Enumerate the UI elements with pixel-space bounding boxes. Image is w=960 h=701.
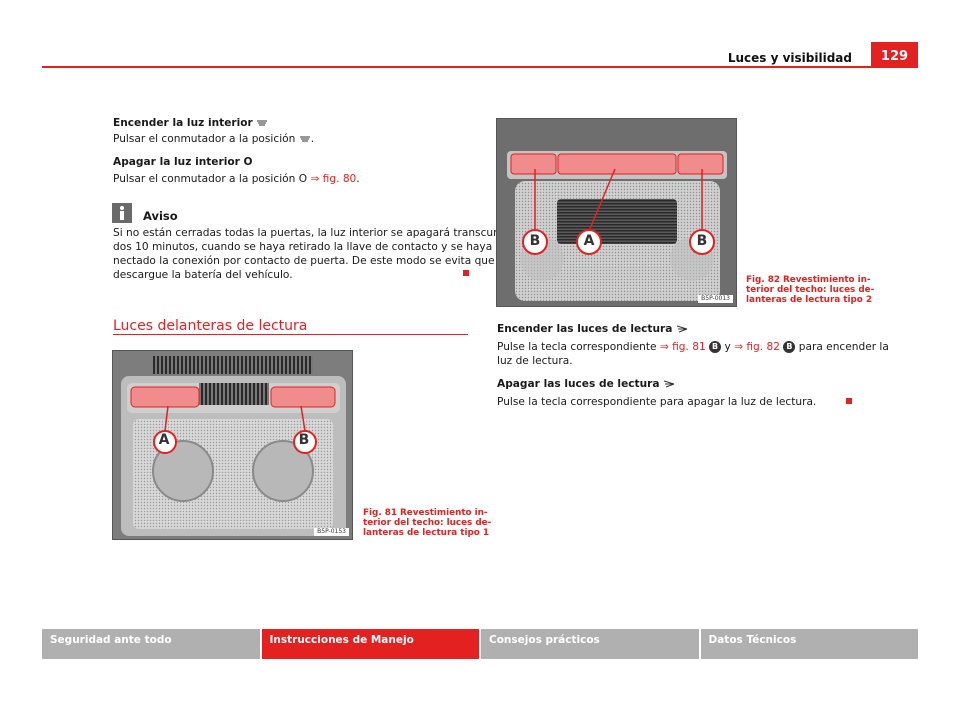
figure-82-illustration: [497, 119, 736, 306]
interior-light-on-heading: Encender la luz interior: [113, 116, 268, 130]
reading-light-icon: [676, 325, 688, 332]
notice-line-3: nectado la conexión por contacto de puer…: [113, 255, 510, 267]
section-end-marker: [846, 398, 852, 404]
figure-82-image: B A B B5P-0013: [496, 118, 737, 307]
section-end-marker: [463, 270, 469, 276]
figure-81-caption-1: Fig. 81 Revestimiento in-: [363, 508, 488, 518]
footer-tab-instrucciones[interactable]: Instrucciones de Manejo: [261, 629, 479, 659]
interior-light-icon: [299, 136, 310, 142]
header-rule: [42, 66, 918, 68]
badge-b: B: [709, 341, 722, 353]
figure-81-label-a: A: [158, 432, 170, 448]
notice-line-4: descargue la batería del vehículo.: [113, 269, 293, 281]
reading-lights-on-heading: Encender las luces de lectura: [497, 322, 688, 336]
info-notice-icon: [112, 203, 132, 223]
page-number: 129: [871, 42, 918, 68]
figure-82-caption-3: lanteras de lectura tipo 2: [746, 295, 873, 305]
fig-81-link[interactable]: ⇒ fig. 81: [659, 341, 706, 353]
figure-81-caption-2: terior del techo: luces de-: [363, 518, 492, 528]
footer-tab-consejos[interactable]: Consejos prácticos: [481, 629, 699, 659]
fig-80-link[interactable]: ⇒ fig. 80: [310, 173, 357, 185]
reading-lights-off-text: Pulse la tecla correspondiente para apag…: [497, 396, 817, 408]
figure-82-caption-1: Fig. 82 Revestimiento in-: [746, 275, 871, 285]
interior-light-on-text: Pulsar el conmutador a la posición .: [113, 133, 315, 145]
reading-lights-on-text-1: Pulse la tecla correspondiente ⇒ fig. 81…: [497, 341, 889, 353]
notice-line-1: Si no están cerradas todas la puertas, l…: [113, 227, 509, 239]
reading-lights-off-heading: Apagar las luces de lectura: [497, 377, 675, 391]
figure-82-caption-2: terior del techo: luces de-: [746, 285, 875, 295]
figure-81-illustration: [113, 351, 352, 539]
figure-82-label-b-right: B: [696, 233, 708, 249]
figure-81-label-b: B: [298, 432, 310, 448]
section-title: Luces delanteras de lectura: [113, 318, 308, 334]
footer-tab-datos[interactable]: Datos Técnicos: [700, 629, 918, 659]
figure-82-label-a: A: [583, 233, 595, 249]
notice-line-2: dos 10 minutos, cuando se haya retirado …: [113, 241, 512, 253]
reading-lights-on-text-2: luz de lectura.: [497, 355, 573, 367]
footer-nav: Seguridad ante todo Instrucciones de Man…: [42, 629, 918, 659]
figure-82-label-b-left: B: [529, 233, 541, 249]
interior-light-off-text: Pulsar el conmutador a la posición O ⇒ f…: [113, 173, 360, 185]
interior-light-icon: [257, 120, 268, 126]
footer-tab-seguridad[interactable]: Seguridad ante todo: [42, 629, 260, 659]
figure-81-image: A B B5P-0153: [112, 350, 353, 540]
figure-81-caption-3: lanteras de lectura tipo 1: [363, 528, 490, 538]
figure-81-code: B5P-0153: [314, 528, 349, 536]
figure-82-code: B5P-0013: [698, 295, 733, 303]
reading-light-icon: [664, 380, 675, 387]
section-rule: [113, 334, 468, 335]
notice-title: Aviso: [143, 209, 178, 223]
interior-light-off-heading: Apagar la luz interior O: [113, 156, 253, 168]
fig-82-link[interactable]: ⇒ fig. 82: [734, 341, 780, 353]
badge-b: B: [783, 341, 796, 353]
running-header-title: Luces y visibilidad: [727, 51, 852, 65]
